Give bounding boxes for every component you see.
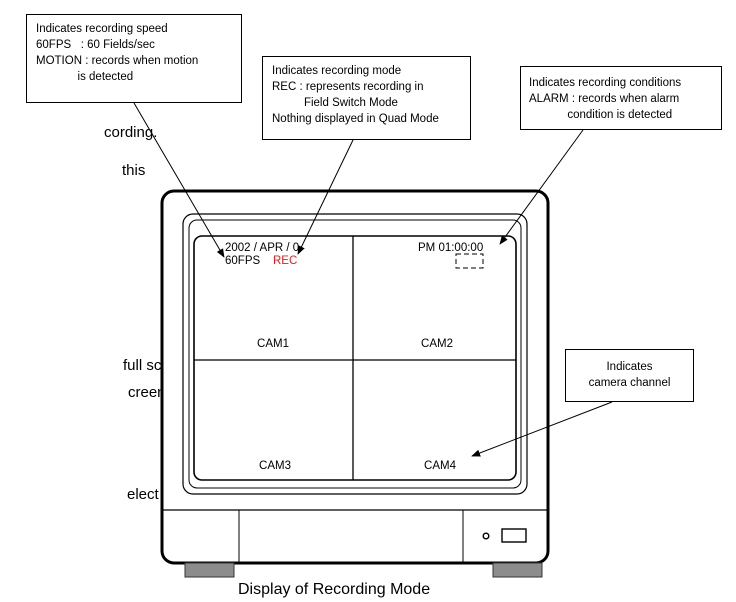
speed-pointer-line: [133, 102, 225, 258]
callout-line: MOTION : records when motion: [36, 55, 199, 67]
monitor-foot-left: [184, 562, 235, 578]
body-text-fragment: elect: [127, 486, 159, 503]
callout-camera-channel: Indicates camera channel: [565, 349, 694, 402]
camera-label: CAM2: [421, 338, 453, 350]
monitor-screen: [193, 235, 517, 481]
osd-mode: REC: [273, 255, 298, 267]
camera-label: CAM1: [257, 338, 289, 350]
channel-pointer-line: [471, 401, 613, 457]
callout-recording-mode: Indicates recording mode REC : represent…: [262, 56, 471, 140]
callout-line: Indicates recording mode: [272, 65, 402, 77]
body-text-fragment: this: [122, 162, 146, 179]
callout-recording-speed: Indicates recording speed 60FPS : 60 Fie…: [26, 14, 242, 103]
callout-line: ALARM : records when alarm: [529, 93, 680, 105]
callout-recording-conditions: Indicates recording conditions ALARM : r…: [520, 66, 722, 130]
callout-line: Field Switch Mode: [272, 97, 398, 109]
callout-line: REC : represents recording in: [272, 81, 424, 93]
callout-line: Indicates: [606, 361, 653, 373]
power-led: [482, 532, 490, 540]
callout-line: Indicates recording conditions: [529, 77, 682, 89]
osd-date: 2002 / APR / 0: [225, 242, 300, 254]
osd-time: PM 01:00:00: [418, 242, 484, 254]
monitor-bezel-inner: [188, 219, 522, 489]
callout-line: 60FPS : 60 Fields/sec: [36, 39, 155, 51]
callout-line: is detected: [36, 71, 134, 83]
alarm-placeholder-box: [455, 253, 484, 269]
callout-line: Nothing displayed in Quad Mode: [272, 113, 439, 125]
callout-line: condition is detected: [529, 109, 673, 121]
camera-label: CAM3: [259, 460, 291, 472]
conditions-pointer-line: [499, 129, 584, 245]
mode-pointer-line: [297, 139, 354, 255]
callout-line: Indicates recording speed: [36, 23, 168, 35]
callout-line: camera channel: [588, 377, 671, 389]
body-text-fragment: cording.: [104, 124, 158, 141]
monitor-foot-right: [492, 562, 543, 578]
osd-speed: 60FPS: [225, 255, 261, 267]
power-button: [501, 528, 527, 543]
camera-label: CAM4: [424, 460, 456, 472]
monitor-bezel: [182, 213, 528, 495]
figure-caption: Display of Recording Mode: [238, 581, 431, 598]
